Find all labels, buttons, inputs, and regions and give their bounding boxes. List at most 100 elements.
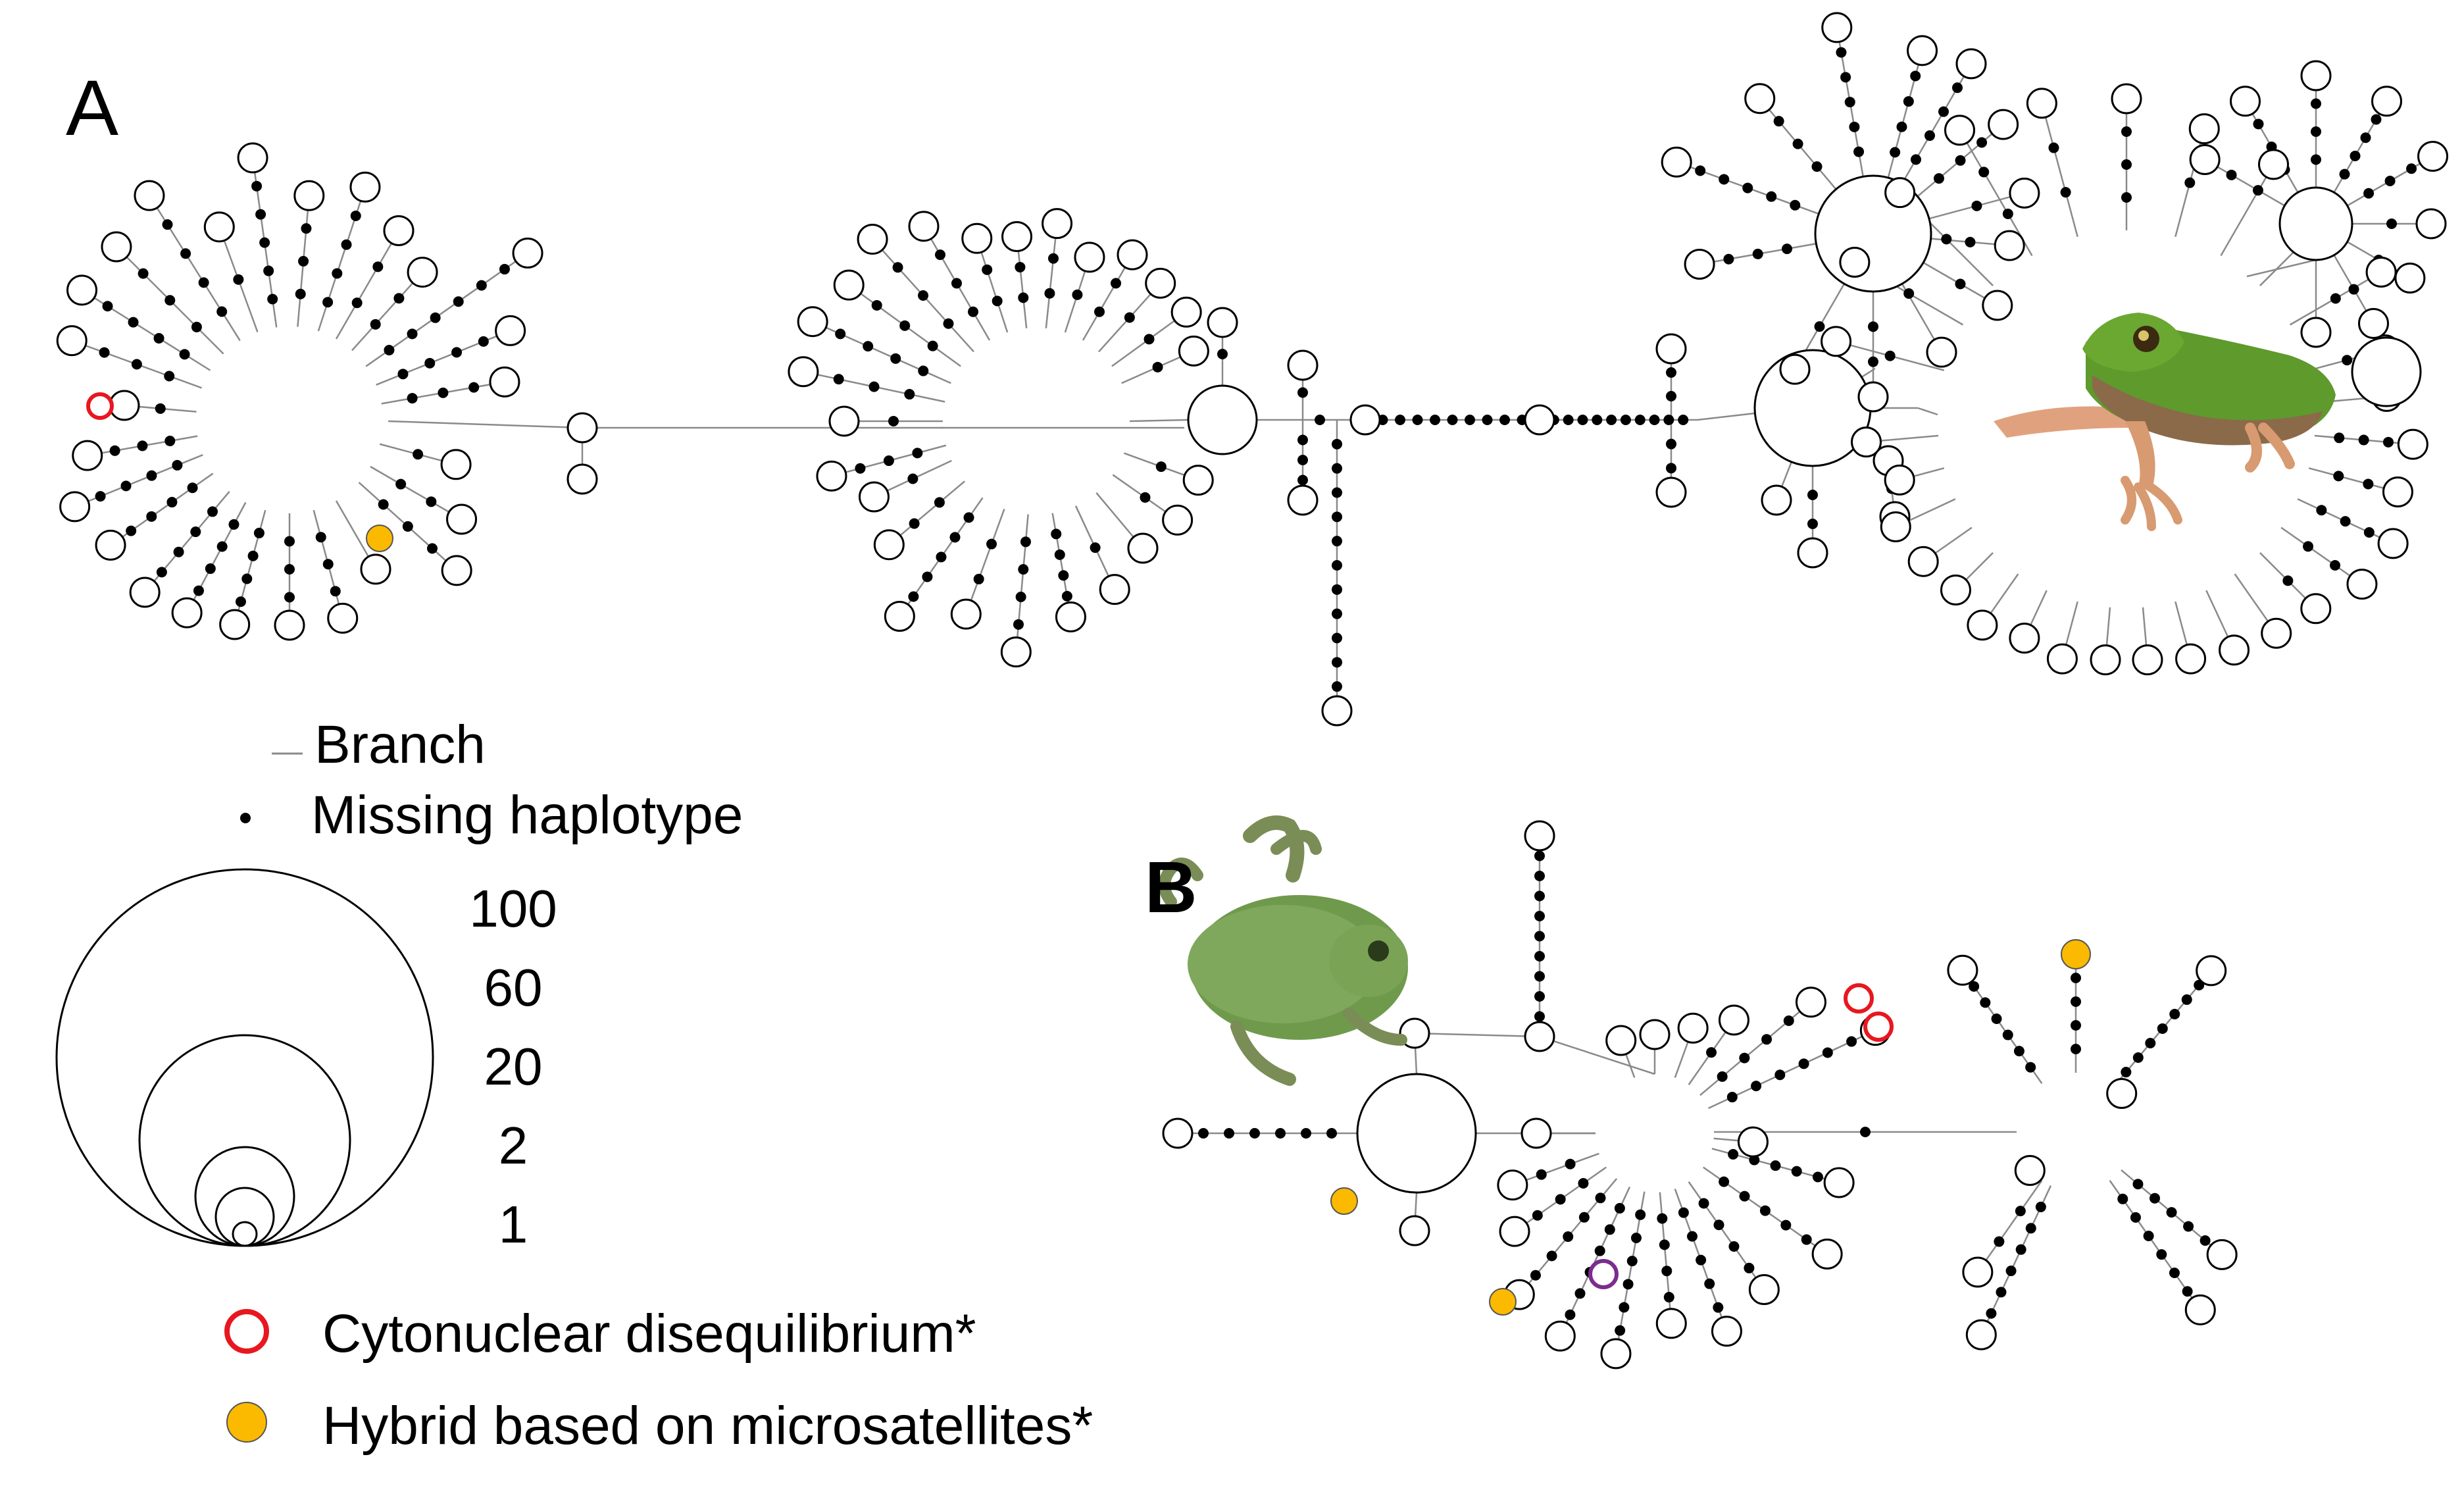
missing-haplotype-dot [1836, 47, 1847, 58]
missing-haplotype-dot [155, 403, 166, 414]
haplotype-node [1001, 221, 1033, 253]
haplotype-node [961, 222, 993, 254]
haplotype-node [1178, 335, 1209, 367]
missing-haplotype-dot [179, 349, 190, 360]
missing-haplotype-dot [235, 596, 246, 607]
missing-haplotype-dot [1332, 438, 1342, 449]
missing-haplotype-dot [1224, 1128, 1234, 1139]
missing-haplotype-dot [2060, 187, 2071, 198]
missing-haplotype-dot [1615, 1325, 1626, 1336]
missing-haplotype-dot [2363, 188, 2375, 199]
missing-haplotype-dot [2005, 1266, 2017, 1277]
haplotype-node [360, 553, 391, 585]
haplotype-node [2377, 528, 2409, 559]
missing-haplotype-dot [2048, 142, 2059, 153]
branch-line [1051, 513, 1072, 617]
missing-haplotype-dot [253, 527, 264, 538]
missing-haplotype-dot [1969, 981, 1980, 992]
missing-haplotype-dot [2384, 176, 2396, 186]
missing-haplotype-dot [918, 290, 929, 301]
missing-haplotype-dot [233, 274, 244, 285]
branch-line [976, 238, 1009, 333]
missing-haplotype-dot [1811, 161, 1823, 172]
missing-haplotype-dot [1659, 1239, 1670, 1250]
missing-haplotype-dot [402, 521, 413, 532]
missing-haplotype-dot [1332, 536, 1342, 547]
missing-haplotype-dot [1812, 1171, 1823, 1183]
branch-line [388, 420, 583, 429]
missing-haplotype-dot [1678, 415, 1689, 425]
missing-haplotype-dot [943, 318, 954, 329]
haplotype-node [1884, 177, 1916, 209]
missing-haplotype-dot [2363, 527, 2375, 538]
haplotype-node [274, 609, 305, 641]
missing-haplotype-dot [1840, 72, 1851, 83]
missing-haplotype-dot [918, 365, 929, 376]
haplotype-node [489, 366, 520, 398]
missing-haplotype-dot [164, 371, 175, 382]
missing-haplotype-dot [1938, 106, 1949, 117]
missing-haplotype-dot [137, 440, 148, 451]
missing-haplotype-dot [1728, 1148, 1739, 1160]
missing-haplotype-dot [1723, 253, 1734, 265]
missing-haplotype-dot [1152, 361, 1163, 372]
haplotype-node [1988, 109, 2019, 140]
missing-haplotype-dot [228, 519, 239, 530]
cytonuclear-haplotype-node [1844, 983, 1874, 1013]
missing-haplotype-dot [1606, 415, 1617, 425]
missing-haplotype-dot [2071, 1044, 2081, 1054]
missing-haplotype-dot [164, 295, 176, 306]
haplotype-node [383, 215, 415, 246]
missing-haplotype-dot [1534, 911, 1545, 921]
branch-line [370, 465, 463, 521]
missing-haplotype-dot [1955, 278, 1966, 290]
missing-haplotype-dot [1978, 167, 1990, 178]
haplotype-node [1127, 532, 1159, 564]
missing-haplotype-dot [1798, 1058, 1809, 1069]
missing-haplotype-dot [1061, 590, 1072, 602]
haplotype-node [219, 609, 251, 640]
haplotype-node [884, 601, 915, 632]
missing-haplotype-dot [1773, 116, 1784, 127]
haplotype-node [2026, 88, 2057, 119]
missing-haplotype-dot [1976, 137, 1988, 148]
missing-haplotype-dot [1499, 415, 1510, 425]
missing-haplotype-dot [1332, 632, 1342, 644]
haplotype-node [1162, 504, 1194, 536]
haplotype-node [2106, 1078, 2138, 1110]
missing-haplotype-dot [476, 280, 487, 291]
missing-haplotype-dot [863, 341, 874, 352]
missing-haplotype-dot [2253, 118, 2264, 130]
missing-haplotype-dot [341, 239, 352, 250]
haplotype-node [2300, 317, 2332, 348]
missing-haplotype-dot [2121, 126, 2132, 137]
haplotype-node [1880, 511, 1911, 543]
haplotype-node [1797, 537, 1828, 569]
missing-haplotype-dot [267, 294, 278, 305]
missing-haplotype-dot [1297, 434, 1308, 446]
haplotype-node [1962, 1256, 1994, 1288]
missing-haplotype-dot [1144, 334, 1155, 345]
missing-haplotype-dot [109, 445, 120, 456]
missing-haplotype-dot [2363, 478, 2374, 490]
missing-haplotype-dot [1844, 97, 1855, 108]
haplotype-node [1884, 464, 1915, 496]
missing-haplotype-dot [909, 518, 920, 529]
missing-haplotype-dot [2002, 208, 2013, 219]
missing-haplotype-dot [180, 248, 191, 259]
branch-line [81, 289, 211, 371]
haplotype-node [2261, 617, 2292, 649]
missing-haplotype-dot [1713, 1302, 1724, 1313]
missing-haplotype-dot [1770, 1160, 1781, 1171]
missing-haplotype-dot [372, 261, 384, 272]
missing-haplotype-dot [1020, 536, 1031, 548]
haplotype-node [2230, 86, 2261, 117]
missing-haplotype-dot [2358, 434, 2369, 446]
missing-haplotype-dot [1706, 1047, 1717, 1058]
haplotype-node [2206, 1239, 2238, 1270]
missing-haplotype-dot [241, 573, 253, 584]
missing-haplotype-dot [892, 262, 903, 273]
missing-haplotype-dot [951, 278, 962, 289]
hybrid-haplotype-node [1330, 1187, 1358, 1215]
